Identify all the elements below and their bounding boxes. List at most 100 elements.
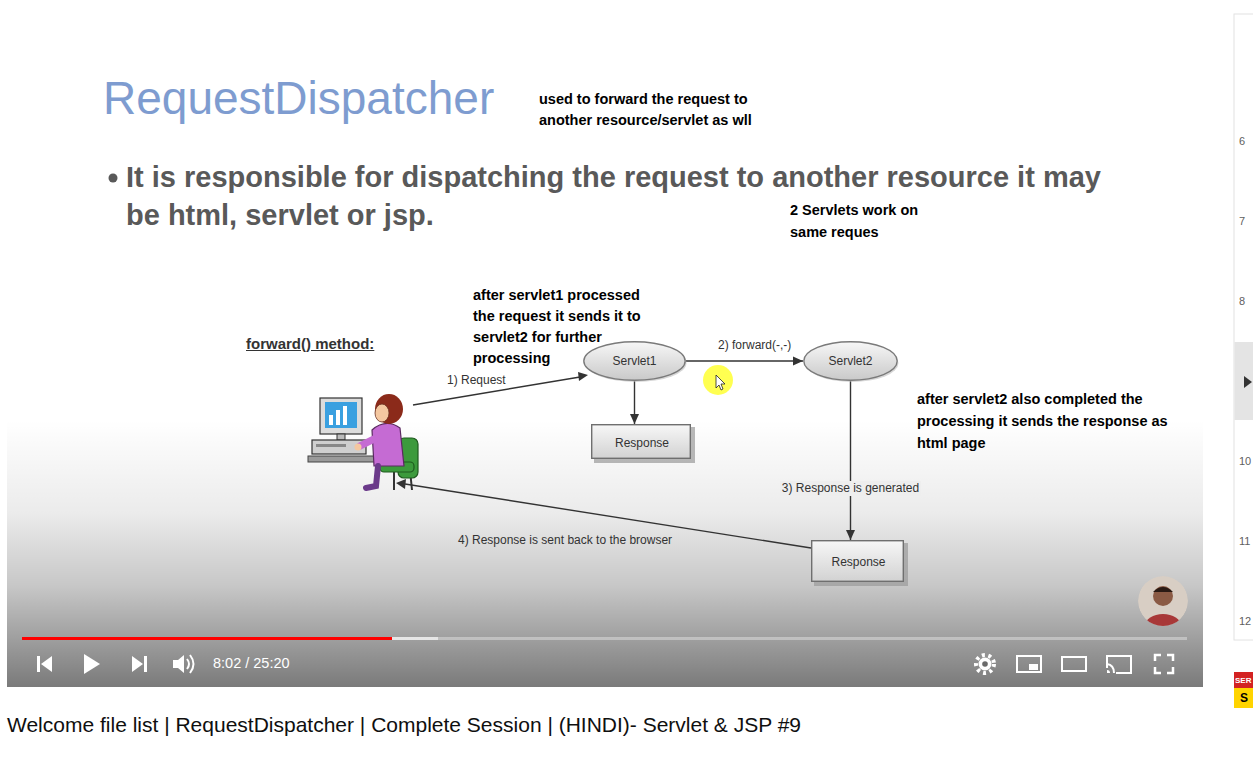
shape-part [325,402,357,428]
shape-part [1235,342,1253,420]
arrow-head [793,357,803,366]
bullet-text: It is responsible for dispatching the re… [126,158,1126,234]
thumbnail-text: S [1240,691,1248,706]
playlist-index: 11 [1239,534,1250,548]
shape-part [312,440,366,454]
slide-title: RequestDispatcher [103,70,494,126]
thumbnail-text: SER [1235,676,1251,686]
bullet-dot [109,174,118,183]
handwritten-note: after servlet1 processed the request it … [473,285,665,369]
shape-part [1145,614,1181,638]
handwritten-note: after servlet2 also completed the proces… [917,388,1187,454]
node-shape [592,425,691,459]
shape-part [1107,656,1131,673]
method-heading: forward() method: [246,334,374,353]
request-arrow [413,372,588,405]
shape-part [1234,14,1253,640]
shape-part [366,466,378,488]
shape-part [1107,664,1114,673]
shape-part [578,372,588,381]
shape-part [1062,657,1086,671]
step-label: 1) Request [447,373,506,388]
shape-part [316,444,346,447]
user-illustration [308,394,418,490]
handwritten-note: 2 Servlets work on same reques [790,199,940,243]
shape-part [132,656,143,672]
connector-line [686,360,803,361]
node-text-group: Servlet2 [828,354,872,368]
playlist-index: 7 [1239,214,1245,228]
connector-line [850,381,851,540]
shape-part [336,410,340,425]
arrow-head [630,414,639,424]
shape-part [1153,586,1173,606]
node-shape [584,342,685,380]
node-label: Response [831,555,885,569]
connector-arrow [686,357,803,366]
response-back-arrow [396,479,811,548]
node-text-group: Servlet1 [612,354,656,368]
shape-part [982,661,988,667]
shape-part [405,484,811,548]
playlist-sidebar [1234,14,1253,708]
shape-part [375,394,403,424]
progress-bar [22,637,1187,640]
shape-part [144,656,147,672]
node-text-group: Response [831,555,885,569]
playlist-index: 6 [1239,134,1245,148]
shape-part [396,479,406,489]
shape-part [1155,655,1173,673]
shape-part [1017,656,1041,672]
shape-part [372,423,404,466]
servlet-ellipse: Servlet1 [583,341,686,381]
video-title: Welcome file list | RequestDispatcher | … [7,712,801,738]
shape-part [1153,587,1173,592]
handwritten-note: used to forward the request to another r… [539,89,784,131]
video-time: 8:02 / 25:20 [213,654,290,672]
shape-part [329,415,333,425]
edge-label: 2) forward(-,-) [716,338,793,353]
shape-part [1234,672,1253,688]
shape-part [22,637,392,640]
shape-part [187,659,189,669]
shape-part [84,654,100,674]
node-label: Servlet1 [612,354,656,368]
shape-part [360,438,376,446]
cursor-highlight [703,365,733,395]
edge-label: 3) Response is generated [780,481,921,496]
playlist-index: 10 [1239,454,1251,468]
shape-part [41,656,52,672]
shape-part [355,444,362,451]
playlist-index: 8 [1239,294,1245,308]
shape-part [337,434,345,440]
node-shape [812,541,904,582]
shape-part [37,656,40,672]
response-box: Response [591,424,693,461]
shape-part [1107,670,1110,673]
servlet-ellipse: Servlet2 [803,341,898,381]
shape-part [375,404,389,422]
shape-part [320,398,362,434]
node-label: Servlet2 [828,354,872,368]
player-controls [37,654,1173,674]
shape-part [1234,688,1253,708]
node-shape [804,342,897,380]
node-label: Response [615,436,669,450]
shape-part [1244,376,1252,388]
playlist-index: 12 [1239,614,1251,628]
shape-part [22,637,438,640]
connector-arrow [630,381,639,424]
shape-part [22,637,1187,640]
presenter-avatar [1138,576,1188,638]
connector-arrow [846,381,855,540]
shape-part [703,365,733,395]
step-label: 4) Response is sent back to the browser [458,533,672,548]
response-box: Response [811,540,906,584]
shape-part [716,375,725,390]
shape-part [190,655,194,673]
node-text-group: Response [615,436,669,450]
shape-part [1029,664,1038,670]
arrow-head [846,530,855,540]
shape-part [979,658,992,671]
shape-part [976,655,994,673]
